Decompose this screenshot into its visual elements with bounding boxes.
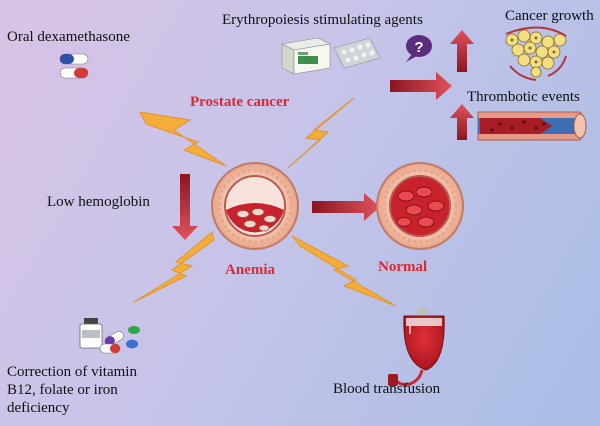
- pills-icon: [99, 326, 140, 354]
- question-mark: ?: [414, 39, 423, 56]
- label-erythropoiesis-agents: Erythropoiesis stimulating agents: [222, 12, 423, 28]
- label-anemia: Anemia: [225, 262, 275, 278]
- label-correction-line-3: deficiency: [7, 400, 70, 416]
- label-low-hemoglobin: Low hemoglobin: [47, 194, 150, 210]
- vial-icon: [79, 318, 103, 349]
- capsule-icon: [59, 53, 89, 79]
- bolt-icon: [139, 111, 227, 167]
- thrombus-vessel-icon: [477, 111, 587, 141]
- label-oral-dexamethasone: Oral dexamethasone: [7, 29, 130, 45]
- bolt-icon: [291, 235, 397, 307]
- blister-pack-icon: [333, 37, 381, 69]
- label-cancer-growth: Cancer growth: [505, 8, 594, 24]
- arrow-up-icon: [450, 30, 474, 72]
- arrow-right-icon: [312, 193, 380, 221]
- arrow-right-icon: [390, 72, 452, 100]
- arrow-up-icon: [450, 104, 474, 140]
- arrow-down-icon: [172, 174, 198, 240]
- label-correction-line-2: B12, folate or iron: [7, 382, 118, 398]
- blood-bag-icon: [388, 308, 445, 386]
- medicine-box-icon: [281, 37, 331, 75]
- question-icon: ?: [406, 35, 432, 62]
- normal-vessel-icon: [376, 162, 464, 250]
- bolt-icon: [287, 97, 355, 169]
- cancer-cells-icon: [505, 26, 567, 81]
- anemia-vessel-icon: [211, 162, 299, 250]
- label-thrombotic-events: Thrombotic events: [467, 89, 580, 105]
- label-prostate-cancer: Prostate cancer: [190, 94, 290, 110]
- bolt-icon: [133, 231, 215, 303]
- label-correction-line-1: Correction of vitamin: [7, 364, 137, 380]
- label-blood-transfusion: Blood transfusion: [333, 381, 441, 397]
- label-normal: Normal: [378, 259, 428, 275]
